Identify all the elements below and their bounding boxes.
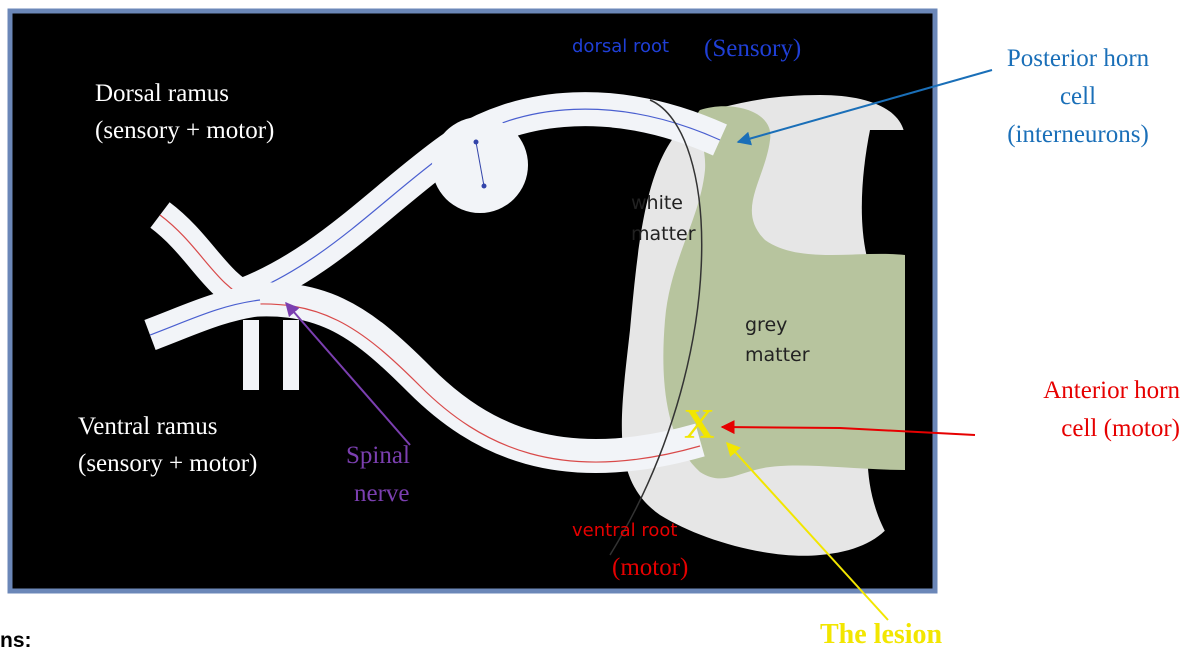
dorsal-root-label: dorsal root xyxy=(572,36,669,58)
posterior-horn-label-line2: cell xyxy=(978,82,1178,112)
motor-label: (motor) xyxy=(612,553,688,583)
dorsal-ramus-label-line1: Dorsal ramus xyxy=(95,79,229,109)
anterior-horn-label-line2: cell (motor) xyxy=(980,414,1180,444)
white-matter-label-line2: matter xyxy=(631,223,696,246)
cut-off-heading: ns: xyxy=(0,628,32,653)
dorsal-ramus-label-line2: (sensory + motor) xyxy=(95,116,274,146)
ventral-root-label: ventral root xyxy=(572,520,677,542)
lesion-caption: The lesion xyxy=(820,618,942,652)
sensory-label: (Sensory) xyxy=(704,34,801,64)
anterior-horn-label-line1: Anterior horn xyxy=(980,376,1180,406)
white-matter-label-line1: white xyxy=(631,192,683,215)
grey-matter-label-line2: matter xyxy=(745,344,810,367)
spinal-nerve-label-line1: Spinal xyxy=(346,441,410,471)
posterior-horn-label-line1: Posterior horn xyxy=(978,44,1178,74)
posterior-horn-label-line3: (interneurons) xyxy=(978,120,1178,150)
lesion-mark: X xyxy=(684,400,714,450)
rami-communicantes xyxy=(243,320,259,390)
spinal-nerve-label-line2: nerve xyxy=(354,479,410,509)
ventral-ramus-label-line1: Ventral ramus xyxy=(78,412,218,442)
grey-matter-label-line1: grey xyxy=(745,314,787,337)
ventral-ramus-label-line2: (sensory + motor) xyxy=(78,449,257,479)
